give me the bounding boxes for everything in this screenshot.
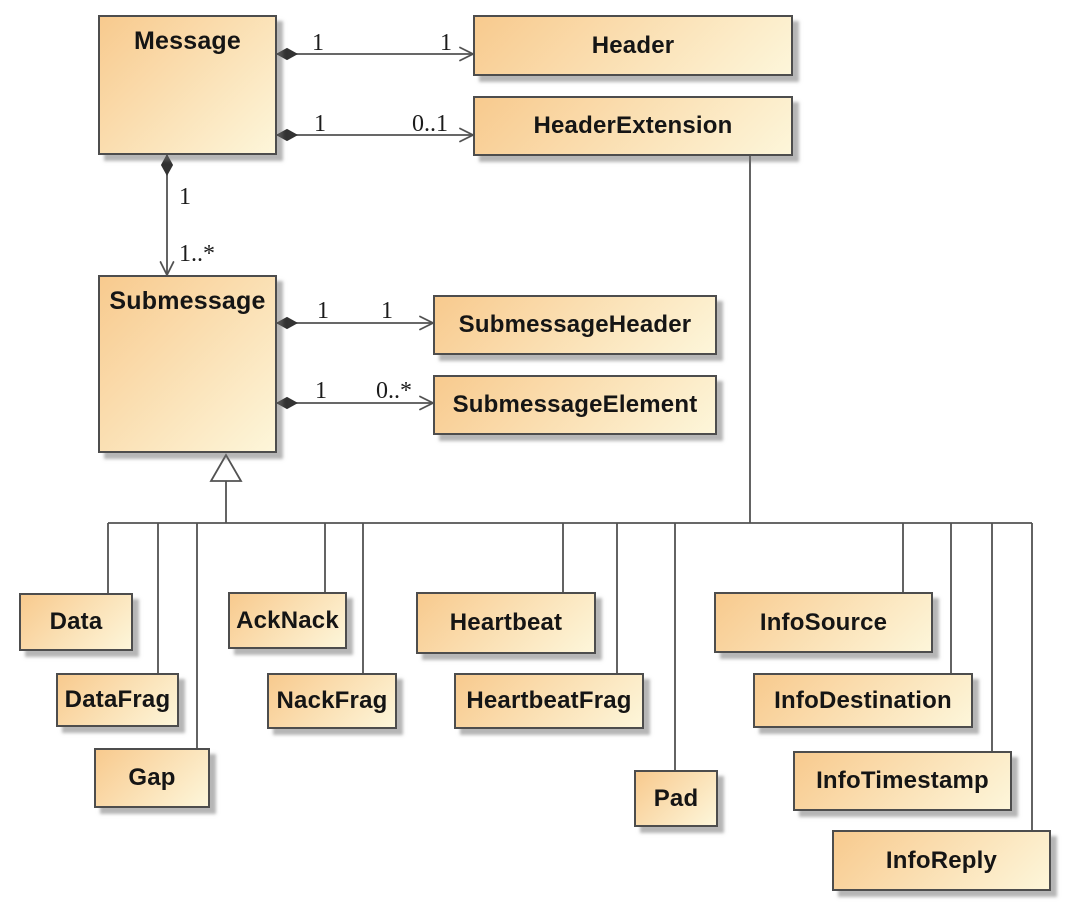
class-box-nackfrag: NackFrag: [267, 673, 397, 729]
class-name-label: Data: [49, 608, 103, 635]
class-box-infodestination: InfoDestination: [753, 673, 973, 728]
multiplicity-target-message-submessage: 1..*: [179, 241, 215, 267]
composition-diamond-icon-message-headerextension: [275, 128, 299, 142]
composition-diamond-icon-submessage-submessageelement: [275, 396, 299, 410]
multiplicity-source-message-headerextension: 1: [314, 111, 326, 137]
class-box-heartbeatfrag: HeartbeatFrag: [454, 673, 644, 729]
class-box-submessage-header: SubmessageHeader: [433, 295, 717, 355]
class-box-header-extension: HeaderExtension: [473, 96, 793, 156]
class-box-heartbeat: Heartbeat: [416, 592, 596, 654]
class-box-pad: Pad: [634, 770, 718, 827]
class-name-label: NackFrag: [276, 687, 388, 714]
multiplicity-target-message-headerextension: 0..1: [412, 111, 448, 137]
class-box-header: Header: [473, 15, 793, 76]
multiplicity-target-message-header: 1: [440, 30, 452, 56]
multiplicity-target-submessage-submessageelement: 0..*: [376, 378, 412, 404]
composition-diamond-icon-message-submessage: [160, 153, 174, 177]
multiplicity-target-submessage-submessageheader: 1: [381, 298, 393, 324]
generalization-triangle-icon: [209, 453, 243, 482]
class-name-label: Message: [133, 27, 241, 55]
class-name-label: Heartbeat: [449, 609, 563, 636]
class-name-label: InfoSource: [759, 608, 888, 636]
class-box-infotimestamp: InfoTimestamp: [793, 751, 1012, 811]
multiplicity-source-message-header: 1: [312, 30, 324, 56]
class-name-label: HeaderExtension: [533, 112, 733, 139]
composition-diamond-icon-submessage-submessageheader: [275, 316, 299, 330]
class-box-submessage-element: SubmessageElement: [433, 375, 717, 435]
class-name-label: Pad: [653, 784, 699, 812]
class-box-submessage: Submessage: [98, 275, 277, 453]
class-name-label: Header: [591, 31, 675, 59]
class-name-label: InfoTimestamp: [816, 767, 989, 794]
class-name-label: InfoDestination: [774, 686, 952, 714]
class-box-infosource: InfoSource: [714, 592, 933, 653]
class-name-label: Submessage: [109, 287, 266, 315]
class-box-inforeply: InfoReply: [832, 830, 1051, 891]
class-name-label: HeartbeatFrag: [466, 687, 632, 714]
class-name-label: Gap: [128, 764, 176, 791]
class-name-label: SubmessageHeader: [458, 311, 692, 338]
class-name-label: AckNack: [236, 606, 339, 634]
multiplicity-source-message-submessage: 1: [179, 184, 191, 210]
class-name-label: SubmessageElement: [452, 391, 698, 418]
composition-diamond-icon-message-header: [275, 47, 299, 61]
class-name-label: InfoReply: [885, 846, 998, 874]
class-box-gap: Gap: [94, 748, 210, 808]
class-box-datafrag: DataFrag: [56, 673, 179, 727]
class-name-label: DataFrag: [64, 686, 171, 713]
class-box-message: Message: [98, 15, 277, 155]
class-box-acknack: AckNack: [228, 592, 347, 649]
class-box-data: Data: [19, 593, 133, 651]
multiplicity-source-submessage-submessageelement: 1: [315, 378, 327, 404]
multiplicity-source-submessage-submessageheader: 1: [317, 298, 329, 324]
